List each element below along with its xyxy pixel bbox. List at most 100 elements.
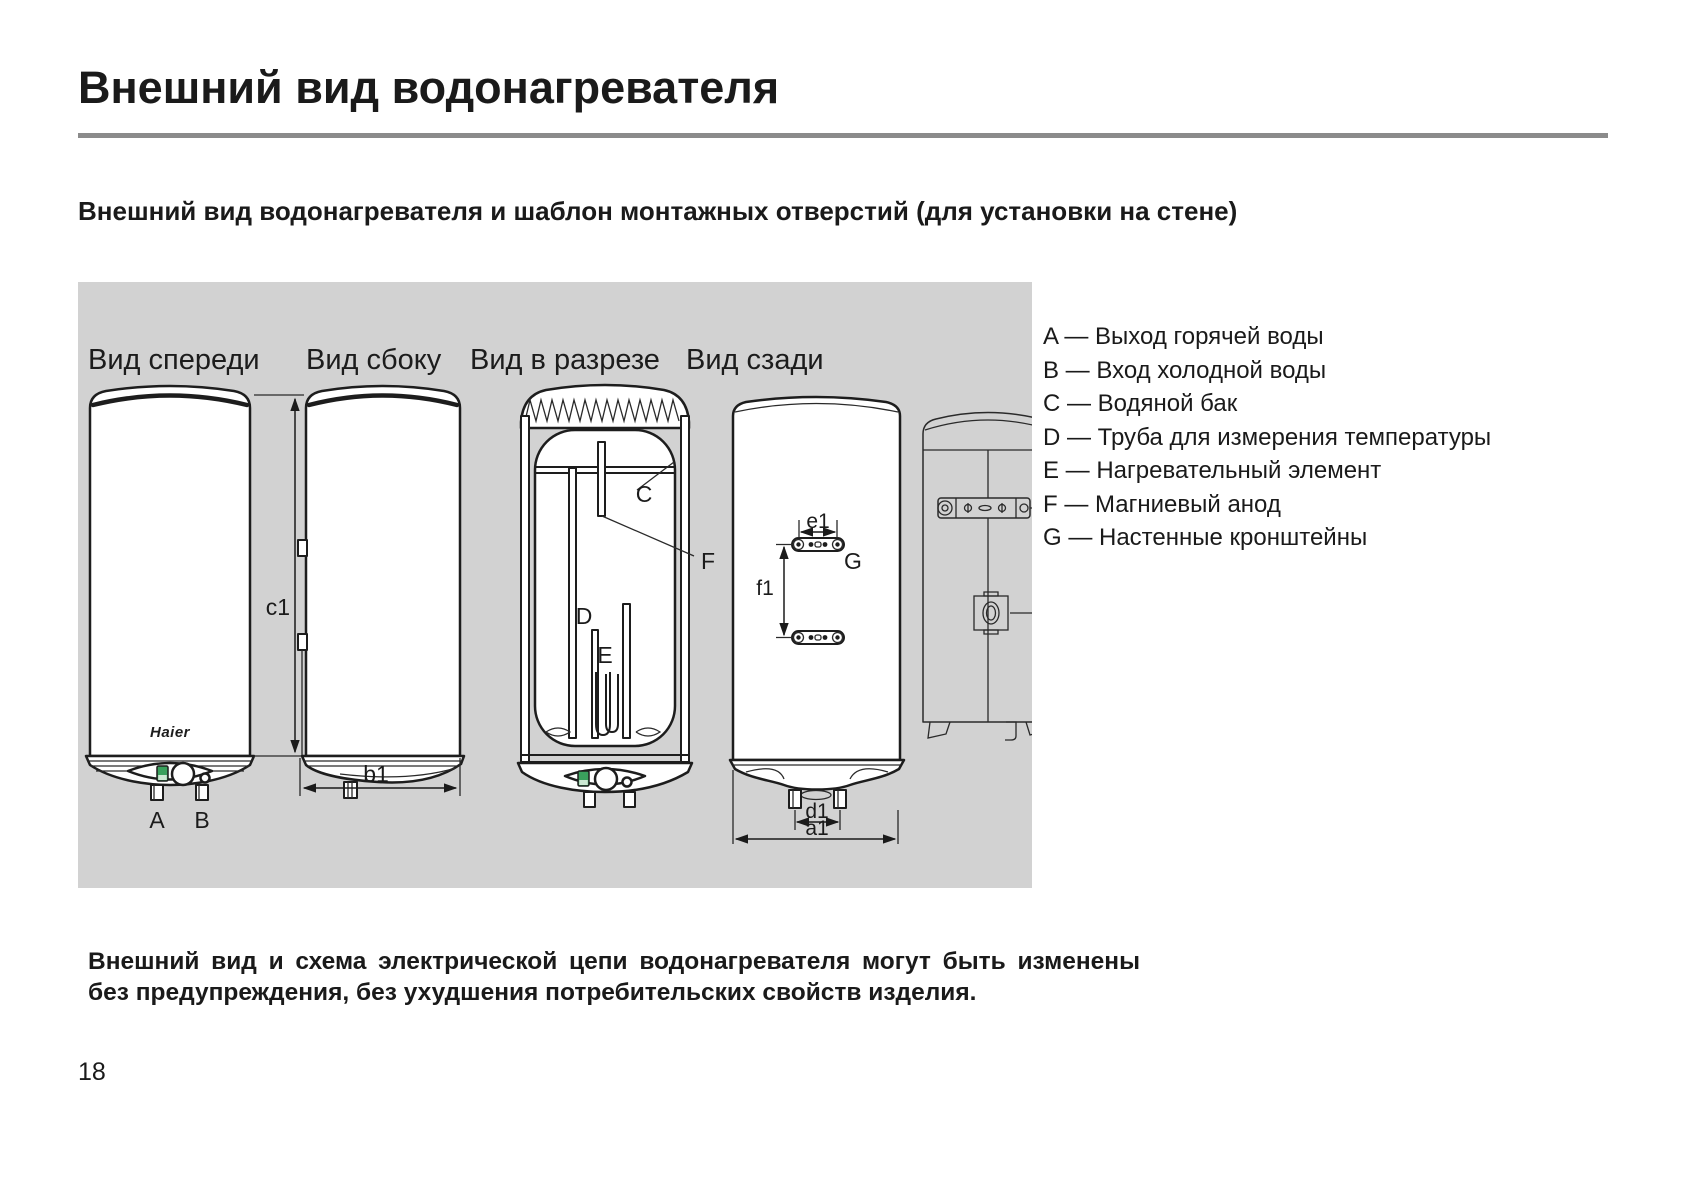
- front-pipe-lines: [153, 785, 200, 800]
- mounted-body: [922, 411, 1032, 723]
- front-pipes: [150, 784, 209, 801]
- front-body: [88, 384, 252, 758]
- side-top-band: [306, 393, 460, 408]
- label-A: A: [149, 807, 165, 833]
- tank-bottom-details: [545, 727, 662, 737]
- label-D: D: [576, 603, 593, 629]
- heating-element: [595, 672, 619, 737]
- rear-drain-fitting: [800, 789, 832, 801]
- mount-dim-extensions: [1010, 507, 1032, 614]
- sectional-view-diagram: F C D E: [516, 383, 715, 808]
- right-tube: [622, 603, 631, 739]
- rail-divider: [955, 498, 1017, 518]
- view-label-side: Вид сбоку: [306, 344, 442, 376]
- rear-cap-lines: [734, 764, 900, 780]
- f1-extension-lines: [776, 543, 794, 639]
- water-heater-diagrams: Haier A B c1: [84, 383, 1032, 844]
- label-f1: f1: [756, 577, 774, 600]
- section-bottom-band: [521, 754, 689, 763]
- legend-item-d: D — Труба для измерения температуры: [1043, 423, 1492, 451]
- rear-top-line: [734, 402, 899, 413]
- mounted-feet: [927, 721, 1032, 739]
- side-body: [304, 384, 462, 758]
- section-pipes: [583, 791, 636, 808]
- wall-bracket-plate: [791, 537, 845, 552]
- pilot-lamp: [199, 772, 211, 784]
- legend-item-e: E — Нагревательный элемент: [1043, 457, 1382, 484]
- indicator-led-glare: [158, 775, 167, 780]
- bracket-slot: [814, 541, 822, 548]
- label-G: G: [844, 548, 862, 574]
- mounted-drain-pipe: [1005, 721, 1017, 741]
- view-label-section: Вид в разрезе: [470, 344, 660, 376]
- bracket-end-ring-right: [831, 538, 844, 551]
- mounted-view-diagram: [922, 411, 1032, 741]
- section-corrugation: [524, 397, 680, 424]
- front-top-band: [90, 393, 250, 408]
- view-label-front: Вид спереди: [88, 344, 260, 376]
- anode-rod: [597, 441, 606, 517]
- label-C: C: [636, 481, 653, 507]
- page-number: 18: [78, 1058, 106, 1086]
- label-c1: c1: [266, 594, 290, 620]
- label-E: E: [597, 642, 612, 668]
- rail-ring-left-inner: [941, 504, 949, 512]
- section-led-glare: [579, 780, 588, 785]
- rear-view-diagram: e1 G f1 d1 a1: [728, 395, 906, 844]
- revision-note: Внешний вид и схема электрической цепи в…: [88, 946, 1140, 1008]
- side-cap-lines: [304, 760, 462, 778]
- section-wall-right: [680, 415, 690, 763]
- section-subtitle: Внешний вид водонагревателя и шаблон мон…: [78, 196, 1238, 226]
- section-lamp: [621, 776, 633, 788]
- rail-ring-right: [1019, 503, 1029, 513]
- rear-pipes: [788, 789, 847, 809]
- revision-note-line1: Внешний вид и схема электрической цепи в…: [88, 948, 1140, 975]
- legend-item-f: F — Магниевый анод: [1043, 490, 1281, 518]
- C-leader-line: [636, 461, 675, 491]
- side-pipe: [343, 781, 358, 799]
- legend-item-g: G — Настенные кронштейны: [1043, 524, 1368, 551]
- brand-logo: Haier: [150, 724, 191, 741]
- d1-extension-lines: [794, 810, 841, 830]
- section-knob: [593, 766, 619, 792]
- long-tube: [568, 467, 577, 739]
- legend: A — Выход горячей воды B — Вход холодной…: [1043, 320, 1491, 555]
- thermostat-knob: [170, 761, 196, 787]
- c1-extension-lines: [254, 394, 304, 757]
- rail-ring-left-outer: [937, 500, 953, 516]
- bracket-hole-right: [835, 542, 840, 547]
- e1-extension-lines: [798, 520, 838, 538]
- front-view-diagram: Haier A B c1: [84, 384, 304, 833]
- legend-item-b: B — Вход холодной воды: [1043, 356, 1327, 384]
- legend-item-a: A — Выход горячей воды: [1043, 323, 1324, 350]
- label-F: F: [701, 548, 715, 574]
- view-label-rear: Вид сзади: [686, 344, 824, 376]
- F-leader-line: [601, 515, 695, 557]
- section-wall-left: [520, 415, 530, 763]
- label-B: B: [194, 807, 209, 833]
- label-e1: e1: [806, 510, 829, 533]
- rail-slot: [978, 504, 992, 512]
- page-title: Внешний вид водонагревателя: [78, 62, 780, 113]
- a1-extension-lines: [732, 770, 899, 844]
- rear-body: [731, 395, 902, 762]
- title-rule: [78, 133, 1608, 138]
- rear-pipe-lines: [792, 790, 839, 808]
- side-bracket-tab-lower: [297, 633, 308, 651]
- diagram-panel: Вид спереди Вид сбоку Вид в разрезе Вид …: [78, 282, 1032, 888]
- bracket-screw-left: [808, 542, 814, 547]
- bracket-screw-right: [822, 542, 828, 547]
- wall-bracket-plate-lower: [791, 630, 845, 645]
- legend-item-c: C — Водяной бак: [1043, 390, 1238, 417]
- side-bracket-tab-upper: [297, 539, 308, 557]
- side-view-diagram: b1: [297, 384, 466, 799]
- anode-access-oval-inner: [985, 605, 997, 621]
- anode-access-oval-outer: [982, 601, 1000, 625]
- label-a1: a1: [805, 817, 828, 840]
- rear-bottom-cap: [728, 758, 906, 791]
- bracket-hole-left: [796, 542, 801, 547]
- b1-extension-lines: [299, 758, 461, 796]
- label-b1: b1: [363, 761, 389, 787]
- label-d1: d1: [805, 800, 828, 823]
